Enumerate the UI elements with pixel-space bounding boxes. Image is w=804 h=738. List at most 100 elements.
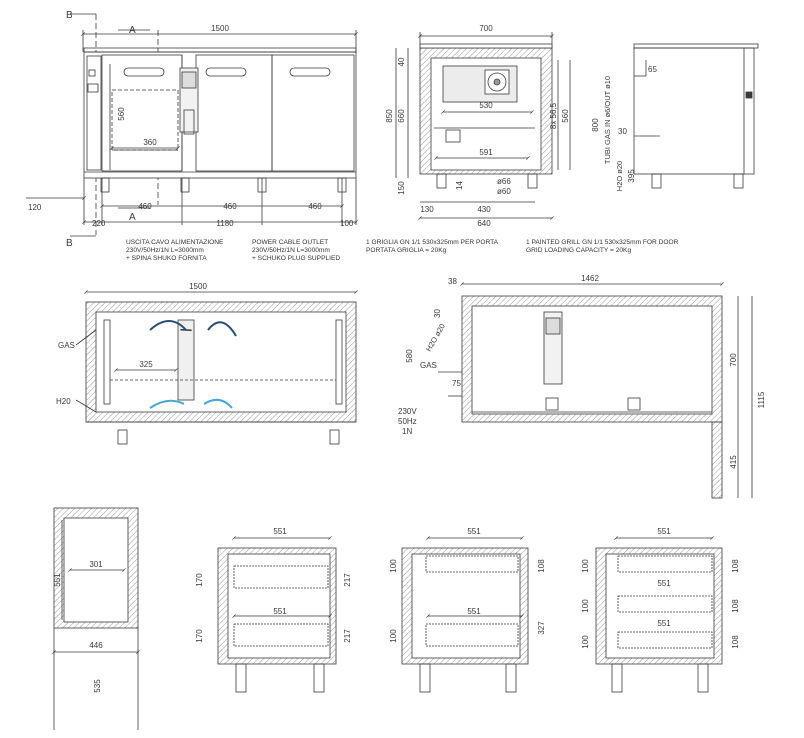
three-drawer-low-width: 551 bbox=[657, 619, 671, 628]
three-drawer-108c: 108 bbox=[731, 635, 740, 649]
grid-note-en: 1 PAINTED GRILL GN 1/1 530x325mm FOR DOO… bbox=[526, 239, 678, 255]
elev-75-dim: 75 bbox=[452, 379, 461, 388]
cable-note-it-line-2: 230V/50Hz/1N L=3000mm bbox=[126, 247, 204, 254]
front-door-2-dim: 460 bbox=[223, 202, 237, 211]
drawer-door-mid-width: 551 bbox=[467, 607, 481, 616]
two-drawer-mid-width: 551 bbox=[273, 607, 287, 616]
side-drain-inner-dim: ø60 bbox=[497, 187, 511, 196]
two-drawer-top-width: 551 bbox=[273, 527, 287, 536]
cable-note-it-line-3: + SPINA SHUKO FORNITA bbox=[126, 255, 207, 262]
front-drawer-width-dim: 360 bbox=[143, 138, 157, 147]
side-depth-130-dim: 130 bbox=[420, 205, 434, 214]
two-drawer-170b: 170 bbox=[195, 629, 204, 643]
front-offset-left-dim: 220 bbox=[92, 219, 106, 228]
plan-view: 1500 325 GAS H20 bbox=[56, 282, 358, 445]
section-a-top-label: A bbox=[129, 25, 136, 36]
side-inner-depth-dim: 591 bbox=[479, 148, 493, 157]
elev-38-dim: 38 bbox=[448, 277, 457, 286]
drawer-door-100b: 100 bbox=[389, 629, 398, 643]
plan-gas-label: GAS bbox=[58, 341, 75, 350]
three-drawer-top-width: 551 bbox=[657, 527, 671, 536]
door-301-dim: 301 bbox=[89, 560, 103, 569]
right-side-view: 65 30 800 TUBI GAS IN ø6/OUT ø10 H2O ø20… bbox=[591, 43, 759, 191]
side-depth-dim: 700 bbox=[479, 24, 493, 33]
grid-note-en-line-2: GRID LOADING CAPACITY = 20Kg bbox=[526, 247, 632, 254]
side-shelf-pitch-dim: 8x 56,5 bbox=[549, 102, 558, 129]
elev-gas-label: GAS bbox=[420, 361, 437, 370]
drawer-door-top-width: 551 bbox=[467, 527, 481, 536]
three-drawer-100b: 100 bbox=[581, 599, 590, 613]
two-drawer-217b: 217 bbox=[343, 629, 352, 643]
elev-1115-dim: 1115 bbox=[757, 391, 766, 408]
elevation-view: 1462 38 30 580 H2O ø20 GAS 75 230V 50Hz … bbox=[398, 274, 766, 499]
side-inner-height-dim: 660 bbox=[397, 109, 406, 123]
elev-30-dim: 30 bbox=[433, 309, 442, 318]
cable-note-it: USCITA CAVO ALIMENTAZIONE 230V/50Hz/1N L… bbox=[126, 239, 223, 263]
section-a-bottom-label: A bbox=[129, 212, 136, 223]
elev-power-2: 50Hz bbox=[398, 417, 417, 426]
cable-note-en: POWER CABLE OUTLET 230V/50Hz/1N L=3000mm… bbox=[252, 239, 340, 263]
plan-shelf-width-dim: 325 bbox=[139, 360, 153, 369]
two-drawer-170a: 170 bbox=[195, 573, 204, 587]
side-top-gap-dim: 40 bbox=[397, 57, 406, 66]
side-base-gap-dim: 14 bbox=[455, 181, 464, 190]
elev-power-1: 230V bbox=[398, 407, 417, 416]
front-view: B B A A 1500 560 bbox=[26, 10, 358, 249]
right-30-dim: 30 bbox=[618, 127, 627, 136]
right-gas-label: TUBI GAS IN ø6/OUT ø10 bbox=[603, 76, 612, 164]
side-section-view: 700 530 591 40 850 660 150 8x 56,5 560 1… bbox=[385, 24, 571, 228]
front-offset-right-dim: 100 bbox=[340, 219, 354, 228]
right-height-800-dim: 800 bbox=[591, 118, 600, 132]
three-drawer-108b: 108 bbox=[731, 599, 740, 613]
cable-note-it-line-1: USCITA CAVO ALIMENTAZIONE bbox=[126, 239, 224, 246]
right-395-dim: 395 bbox=[627, 169, 636, 183]
drawer-door-detail: 551 551 100 100 108 327 bbox=[389, 527, 546, 693]
elev-700-dim: 700 bbox=[729, 353, 738, 367]
grid-note-it-line-2: PORTATA GRIGLIA = 20Kg bbox=[366, 247, 447, 254]
door-detail-view: 301 551 446 535 bbox=[52, 507, 140, 730]
side-depth-430-dim: 430 bbox=[477, 205, 491, 214]
drawer-door-100a: 100 bbox=[389, 559, 398, 573]
front-drawer-height-dim: 560 bbox=[117, 107, 126, 121]
elev-580-dim: 580 bbox=[405, 349, 414, 363]
right-top-offset-dim: 65 bbox=[648, 65, 657, 74]
two-drawer-217a: 217 bbox=[343, 573, 352, 587]
elev-h2o-label: H2O ø20 bbox=[424, 322, 447, 353]
cable-note-en-line-3: + SCHUKO PLUG SUPPLIED bbox=[252, 255, 341, 262]
front-inner-span-dim: 1180 bbox=[216, 219, 234, 228]
side-drain-outer-dim: ø66 bbox=[497, 177, 511, 186]
three-drawer-100c: 100 bbox=[581, 635, 590, 649]
section-b-bottom-label: B bbox=[66, 238, 73, 249]
elev-power-3: 1N bbox=[402, 427, 412, 436]
front-leg-dim: 120 bbox=[28, 203, 42, 212]
three-drawer-108a: 108 bbox=[731, 559, 740, 573]
grid-note-en-line-1: 1 PAINTED GRILL GN 1/1 530x325mm FOR DOO… bbox=[526, 239, 679, 246]
three-drawer-100a: 100 bbox=[581, 559, 590, 573]
two-drawer-detail: 551 551 170 170 217 217 bbox=[195, 527, 352, 693]
side-total-height-dim: 850 bbox=[385, 109, 394, 123]
door-446-dim: 446 bbox=[89, 641, 103, 650]
side-leg-dim: 150 bbox=[397, 181, 406, 195]
drawer-door-327: 327 bbox=[537, 621, 546, 635]
elev-width-dim: 1462 bbox=[581, 274, 599, 283]
section-b-top-label: B bbox=[66, 10, 73, 21]
three-drawer-detail: 551 551 551 100 100 100 108 108 108 bbox=[581, 527, 740, 693]
plan-h2o-label: H20 bbox=[56, 397, 71, 406]
front-width-dim: 1500 bbox=[211, 24, 229, 33]
front-door-3-dim: 460 bbox=[308, 202, 322, 211]
side-depth-640-dim: 640 bbox=[477, 219, 491, 228]
front-door-1-dim: 460 bbox=[138, 202, 152, 211]
grid-note-it: 1 GRIGLIA GN 1/1 530x325mm PER PORTA POR… bbox=[366, 239, 498, 255]
drawer-door-108: 108 bbox=[537, 559, 546, 573]
cable-note-en-line-2: 230V/50Hz/1N L=3000mm bbox=[252, 247, 330, 254]
grid-note-it-line-1: 1 GRIGLIA GN 1/1 530x325mm PER PORTA bbox=[366, 239, 499, 246]
door-535-dim: 535 bbox=[93, 679, 102, 693]
side-unit-width-dim: 530 bbox=[479, 101, 493, 110]
elev-415-dim: 415 bbox=[729, 455, 738, 469]
three-drawer-mid-width: 551 bbox=[657, 579, 671, 588]
plan-width-dim: 1500 bbox=[189, 282, 207, 291]
door-551-dim: 551 bbox=[53, 573, 62, 587]
cable-note-en-line-1: POWER CABLE OUTLET bbox=[252, 239, 329, 246]
side-shelf-height-dim: 560 bbox=[561, 109, 570, 123]
